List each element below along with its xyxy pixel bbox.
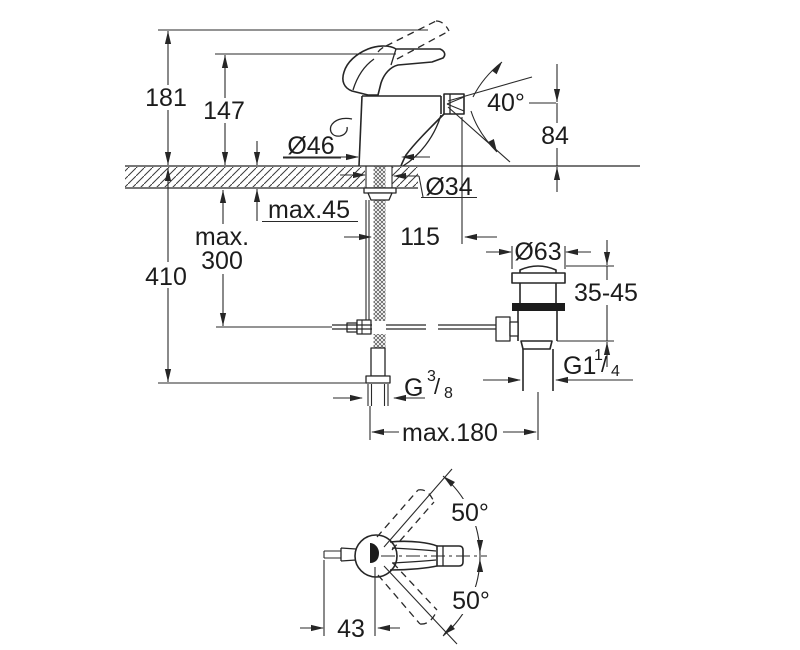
- arrowhead: [164, 152, 172, 165]
- dimension-arrowheads: [164, 31, 611, 635]
- arrowhead: [164, 168, 172, 181]
- arrowhead: [565, 248, 578, 256]
- dim-label-aerator-angle: 40°: [487, 89, 525, 117]
- svg-text:G1: G1: [563, 352, 596, 380]
- arrowhead: [553, 89, 561, 102]
- arrowhead: [359, 233, 372, 241]
- arrowhead: [443, 476, 455, 487]
- arrowhead: [603, 252, 611, 265]
- svg-text:/: /: [601, 352, 608, 377]
- svg-text:3: 3: [427, 368, 436, 385]
- arrowhead: [253, 152, 261, 165]
- arrowhead: [311, 624, 324, 632]
- dim-label-supply-thread: G 3 / 8: [404, 368, 453, 402]
- arrowhead: [253, 189, 261, 202]
- dim-label-waste-deck-range: 35-45: [574, 279, 638, 307]
- arrowhead: [553, 167, 561, 180]
- dim-label-swivel-up: 50°: [451, 499, 489, 527]
- plan-cartridge-dot: [370, 543, 379, 563]
- arrowhead: [401, 153, 414, 161]
- arrowhead: [603, 342, 611, 355]
- arrowhead: [508, 376, 521, 384]
- arrowhead: [524, 428, 537, 436]
- dim-label-waste-flange: Ø63: [514, 238, 561, 266]
- arrowhead: [499, 248, 512, 256]
- arrowhead: [476, 540, 484, 553]
- arrowhead: [393, 172, 406, 180]
- arrowhead: [393, 394, 406, 402]
- dim-label-hose-max-1: max.: [195, 223, 249, 251]
- waste-knob: [495, 316, 511, 342]
- pop-up-waste: [495, 265, 566, 391]
- dim-label-height-total: 181: [145, 84, 187, 112]
- dim-label-hole-diameter: Ø34: [425, 173, 472, 201]
- svg-text:G: G: [404, 374, 423, 402]
- arrowhead: [221, 152, 229, 165]
- faucet-handle: [342, 45, 446, 96]
- dim-label-hose-max-2: 300: [201, 247, 243, 275]
- arrowhead: [346, 153, 359, 161]
- mounting-shank: [346, 166, 397, 406]
- side-hook: [329, 117, 353, 137]
- svg-text:4: 4: [611, 363, 620, 380]
- plan-view: [300, 468, 487, 645]
- dim-label-waste-thread: G1 1 / 4: [563, 347, 620, 380]
- handle-swivel-dashed: [376, 489, 438, 625]
- dim-label-base-diameter: Ø46: [287, 132, 334, 160]
- dim-label-spout-height: 84: [541, 122, 569, 150]
- svg-text:1: 1: [594, 347, 603, 364]
- dim-label-center-distance: max.180: [402, 419, 498, 447]
- arrowhead: [555, 376, 568, 384]
- dim-label-depth-total: 410: [145, 263, 187, 291]
- handle-raised-dashed: [377, 20, 450, 60]
- arrowhead: [164, 31, 172, 44]
- svg-text:/: /: [434, 374, 441, 399]
- dim-label-deck-max: max.45: [268, 196, 350, 224]
- arrowhead: [443, 624, 455, 635]
- side-view: [125, 20, 640, 406]
- arrowhead: [221, 55, 229, 68]
- label-backgrounds: [144, 85, 635, 614]
- dim-label-spout-offset: 43: [337, 615, 365, 643]
- svg-text:8: 8: [444, 385, 453, 402]
- arrowhead: [353, 171, 366, 179]
- arrowhead: [464, 233, 477, 241]
- arrowhead: [219, 190, 227, 203]
- dim-label-swivel-down: 50°: [452, 587, 490, 615]
- arrowhead: [164, 369, 172, 382]
- arrowhead: [488, 139, 497, 152]
- dim-label-spout-reach: 115: [400, 223, 440, 251]
- arrowhead: [350, 394, 363, 402]
- arrowhead: [476, 559, 484, 572]
- dim-label-height-spout: 147: [203, 97, 245, 125]
- arrowhead: [371, 428, 384, 436]
- faucet-body: [329, 93, 465, 167]
- dimension-labels: 181 147 40° 84 Ø46 Ø34 max.45 max. 300 4…: [145, 84, 638, 643]
- arrowhead: [377, 624, 390, 632]
- pop-up-rod: [216, 324, 496, 330]
- arrowhead: [491, 62, 502, 75]
- arrowhead: [219, 313, 227, 326]
